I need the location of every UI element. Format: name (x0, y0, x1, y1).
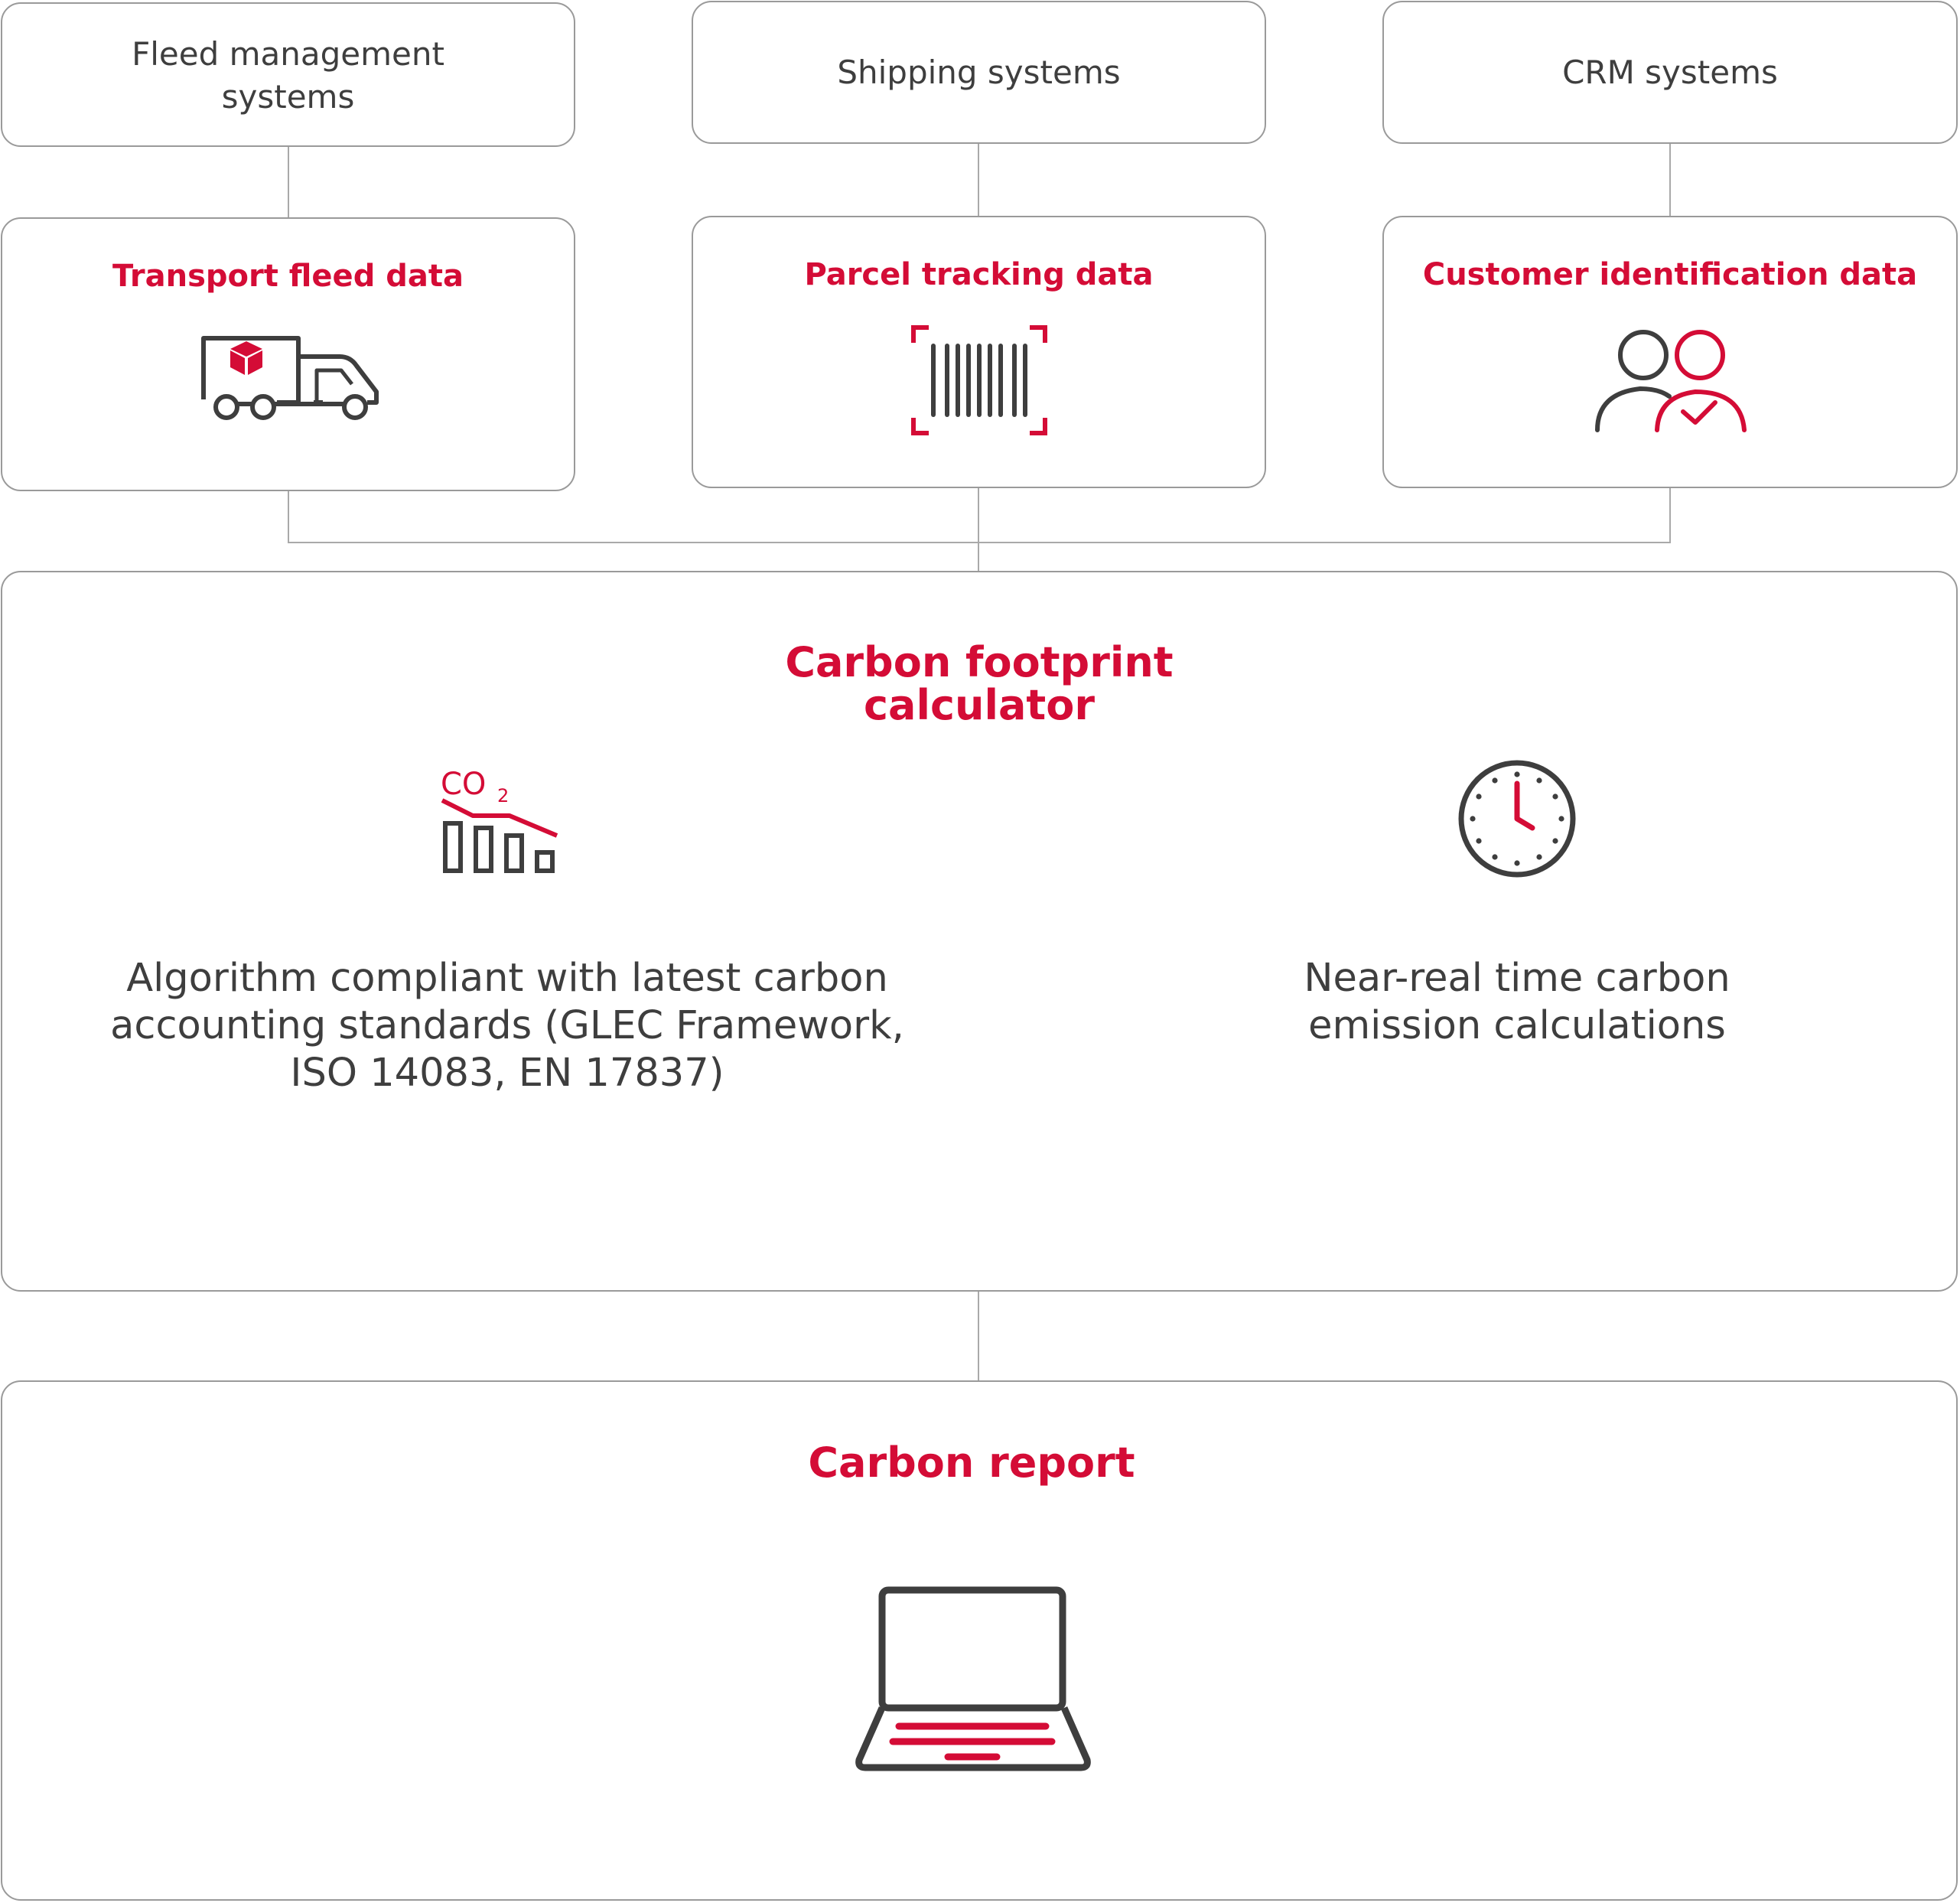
connector-fleet (288, 147, 289, 217)
co2-decrease-chart-icon: CO 2 (441, 767, 558, 873)
laptop-report-icon (855, 1586, 1091, 1771)
fleet-management-systems-label: Fleed management systems (132, 35, 444, 116)
connector-to-calculator (978, 488, 979, 571)
transport-fleet-data-box: Transport fleed data (1, 217, 575, 491)
parcel-tracking-data-box: Parcel tracking data (692, 216, 1266, 488)
shipping-systems-label: Shipping systems (837, 54, 1121, 91)
crm-systems-box: CRM systems (1382, 1, 1958, 144)
near-real-time-text: Near-real time carbon emission calculati… (1304, 956, 1730, 1048)
customer-identification-data-title: Customer identification data (1422, 257, 1918, 292)
connector-to-report (978, 1292, 979, 1380)
connector-shipping (978, 144, 979, 216)
fleet-management-systems-box: Fleed management systems (1, 2, 575, 147)
customer-identification-data-box: Customer identification data (1382, 216, 1958, 488)
connector-crm (1669, 144, 1671, 216)
calculator-title: Carbon footprint calculator (785, 638, 1174, 729)
barcode-scan-icon (911, 325, 1047, 435)
shipping-systems-box: Shipping systems (692, 1, 1266, 144)
algorithm-compliance-text: Algorithm compliant with latest carbon a… (110, 956, 904, 1096)
co2-subscript: 2 (497, 785, 509, 806)
customers-check-icon (1595, 330, 1747, 432)
clock-icon (1458, 760, 1576, 878)
parcel-tracking-data-title: Parcel tracking data (804, 257, 1154, 292)
crm-systems-label: CRM systems (1562, 54, 1778, 91)
connector-merge (288, 542, 1671, 543)
delivery-truck-icon (201, 336, 379, 420)
carbon-footprint-calculator-box: Carbon footprint calculator CO 2 Algorit… (1, 571, 1958, 1292)
report-title: Carbon report (808, 1439, 1135, 1487)
connector-fleet-down (288, 491, 289, 543)
co2-label: CO (441, 767, 486, 802)
transport-fleet-data-title: Transport fleed data (112, 259, 464, 294)
connector-crm-down (1669, 488, 1671, 543)
carbon-report-box: Carbon report (1, 1380, 1958, 1901)
